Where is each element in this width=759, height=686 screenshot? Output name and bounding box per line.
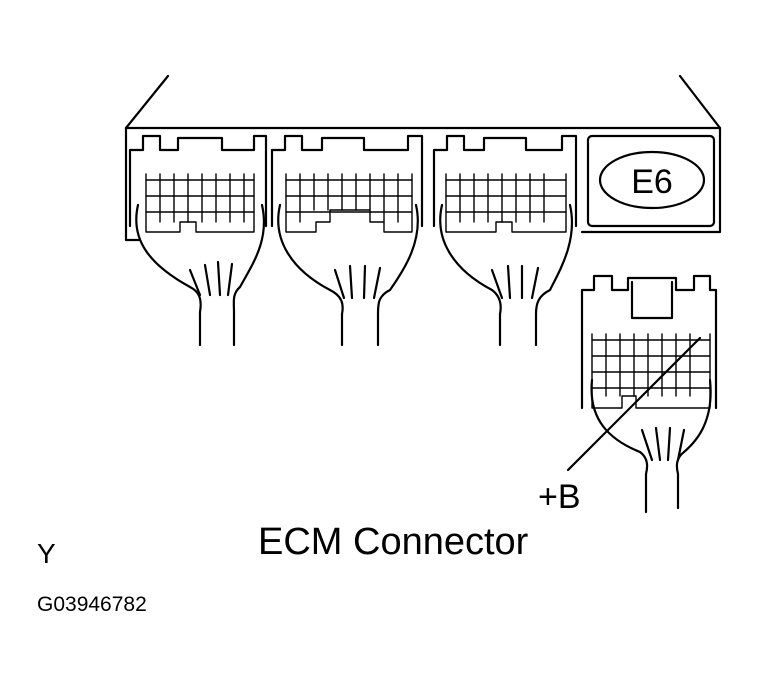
view-marker: Y — [37, 538, 56, 569]
diagram-title: ECM Connector — [258, 521, 529, 563]
figure-code: G03946782 — [37, 593, 147, 616]
plug-1 — [128, 134, 268, 347]
connector-id-text: E6 — [631, 163, 673, 201]
connector-id-box — [586, 134, 716, 228]
plug-2 — [270, 134, 424, 347]
pin-b-leader-line — [566, 336, 702, 472]
ecm-housing — [124, 74, 722, 242]
pin-b-label: +B — [538, 478, 581, 516]
plug-3 — [432, 134, 578, 347]
connector-4 — [580, 274, 718, 514]
